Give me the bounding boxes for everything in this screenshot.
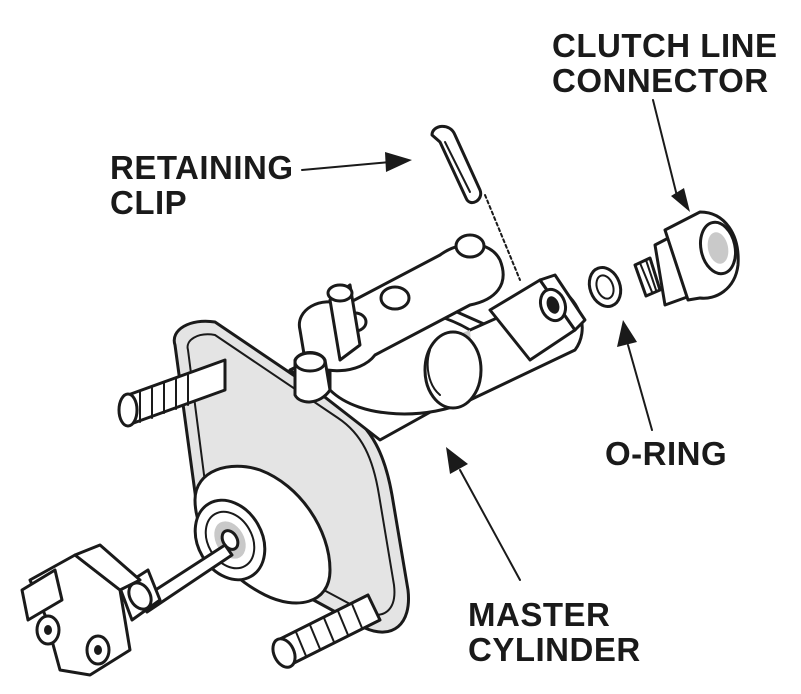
boss — [293, 351, 332, 404]
clutch-line-connector-label: CLUTCH LINE CONNECTOR — [552, 28, 777, 98]
inlet-nipple — [326, 283, 362, 362]
retaining-clip-label: RETAINING CLIP — [110, 150, 294, 220]
clutch-line-connector-label-line2: CONNECTOR — [552, 62, 769, 99]
upper-stud — [117, 358, 227, 428]
retaining-clip-label-line1: RETAINING — [110, 149, 294, 186]
o-ring-label-text: O-RING — [605, 435, 728, 472]
retaining-clip-part — [430, 124, 521, 281]
clevis — [20, 543, 142, 677]
master-cylinder-label-line1: MASTER — [468, 596, 611, 633]
master-cylinder-label: MASTER CYLINDER — [468, 597, 641, 667]
clutch-line-connector-part — [633, 210, 740, 307]
lower-stud — [271, 593, 382, 669]
o-ring-part — [587, 266, 623, 308]
o-ring-label: O-RING — [605, 436, 727, 471]
callout-arrows — [301, 99, 690, 581]
retaining-clip-label-line2: CLIP — [110, 184, 188, 221]
master-cylinder-label-line2: CYLINDER — [468, 631, 641, 668]
outlet-block — [488, 273, 587, 362]
clutch-line-connector-label-line1: CLUTCH LINE — [552, 27, 778, 64]
